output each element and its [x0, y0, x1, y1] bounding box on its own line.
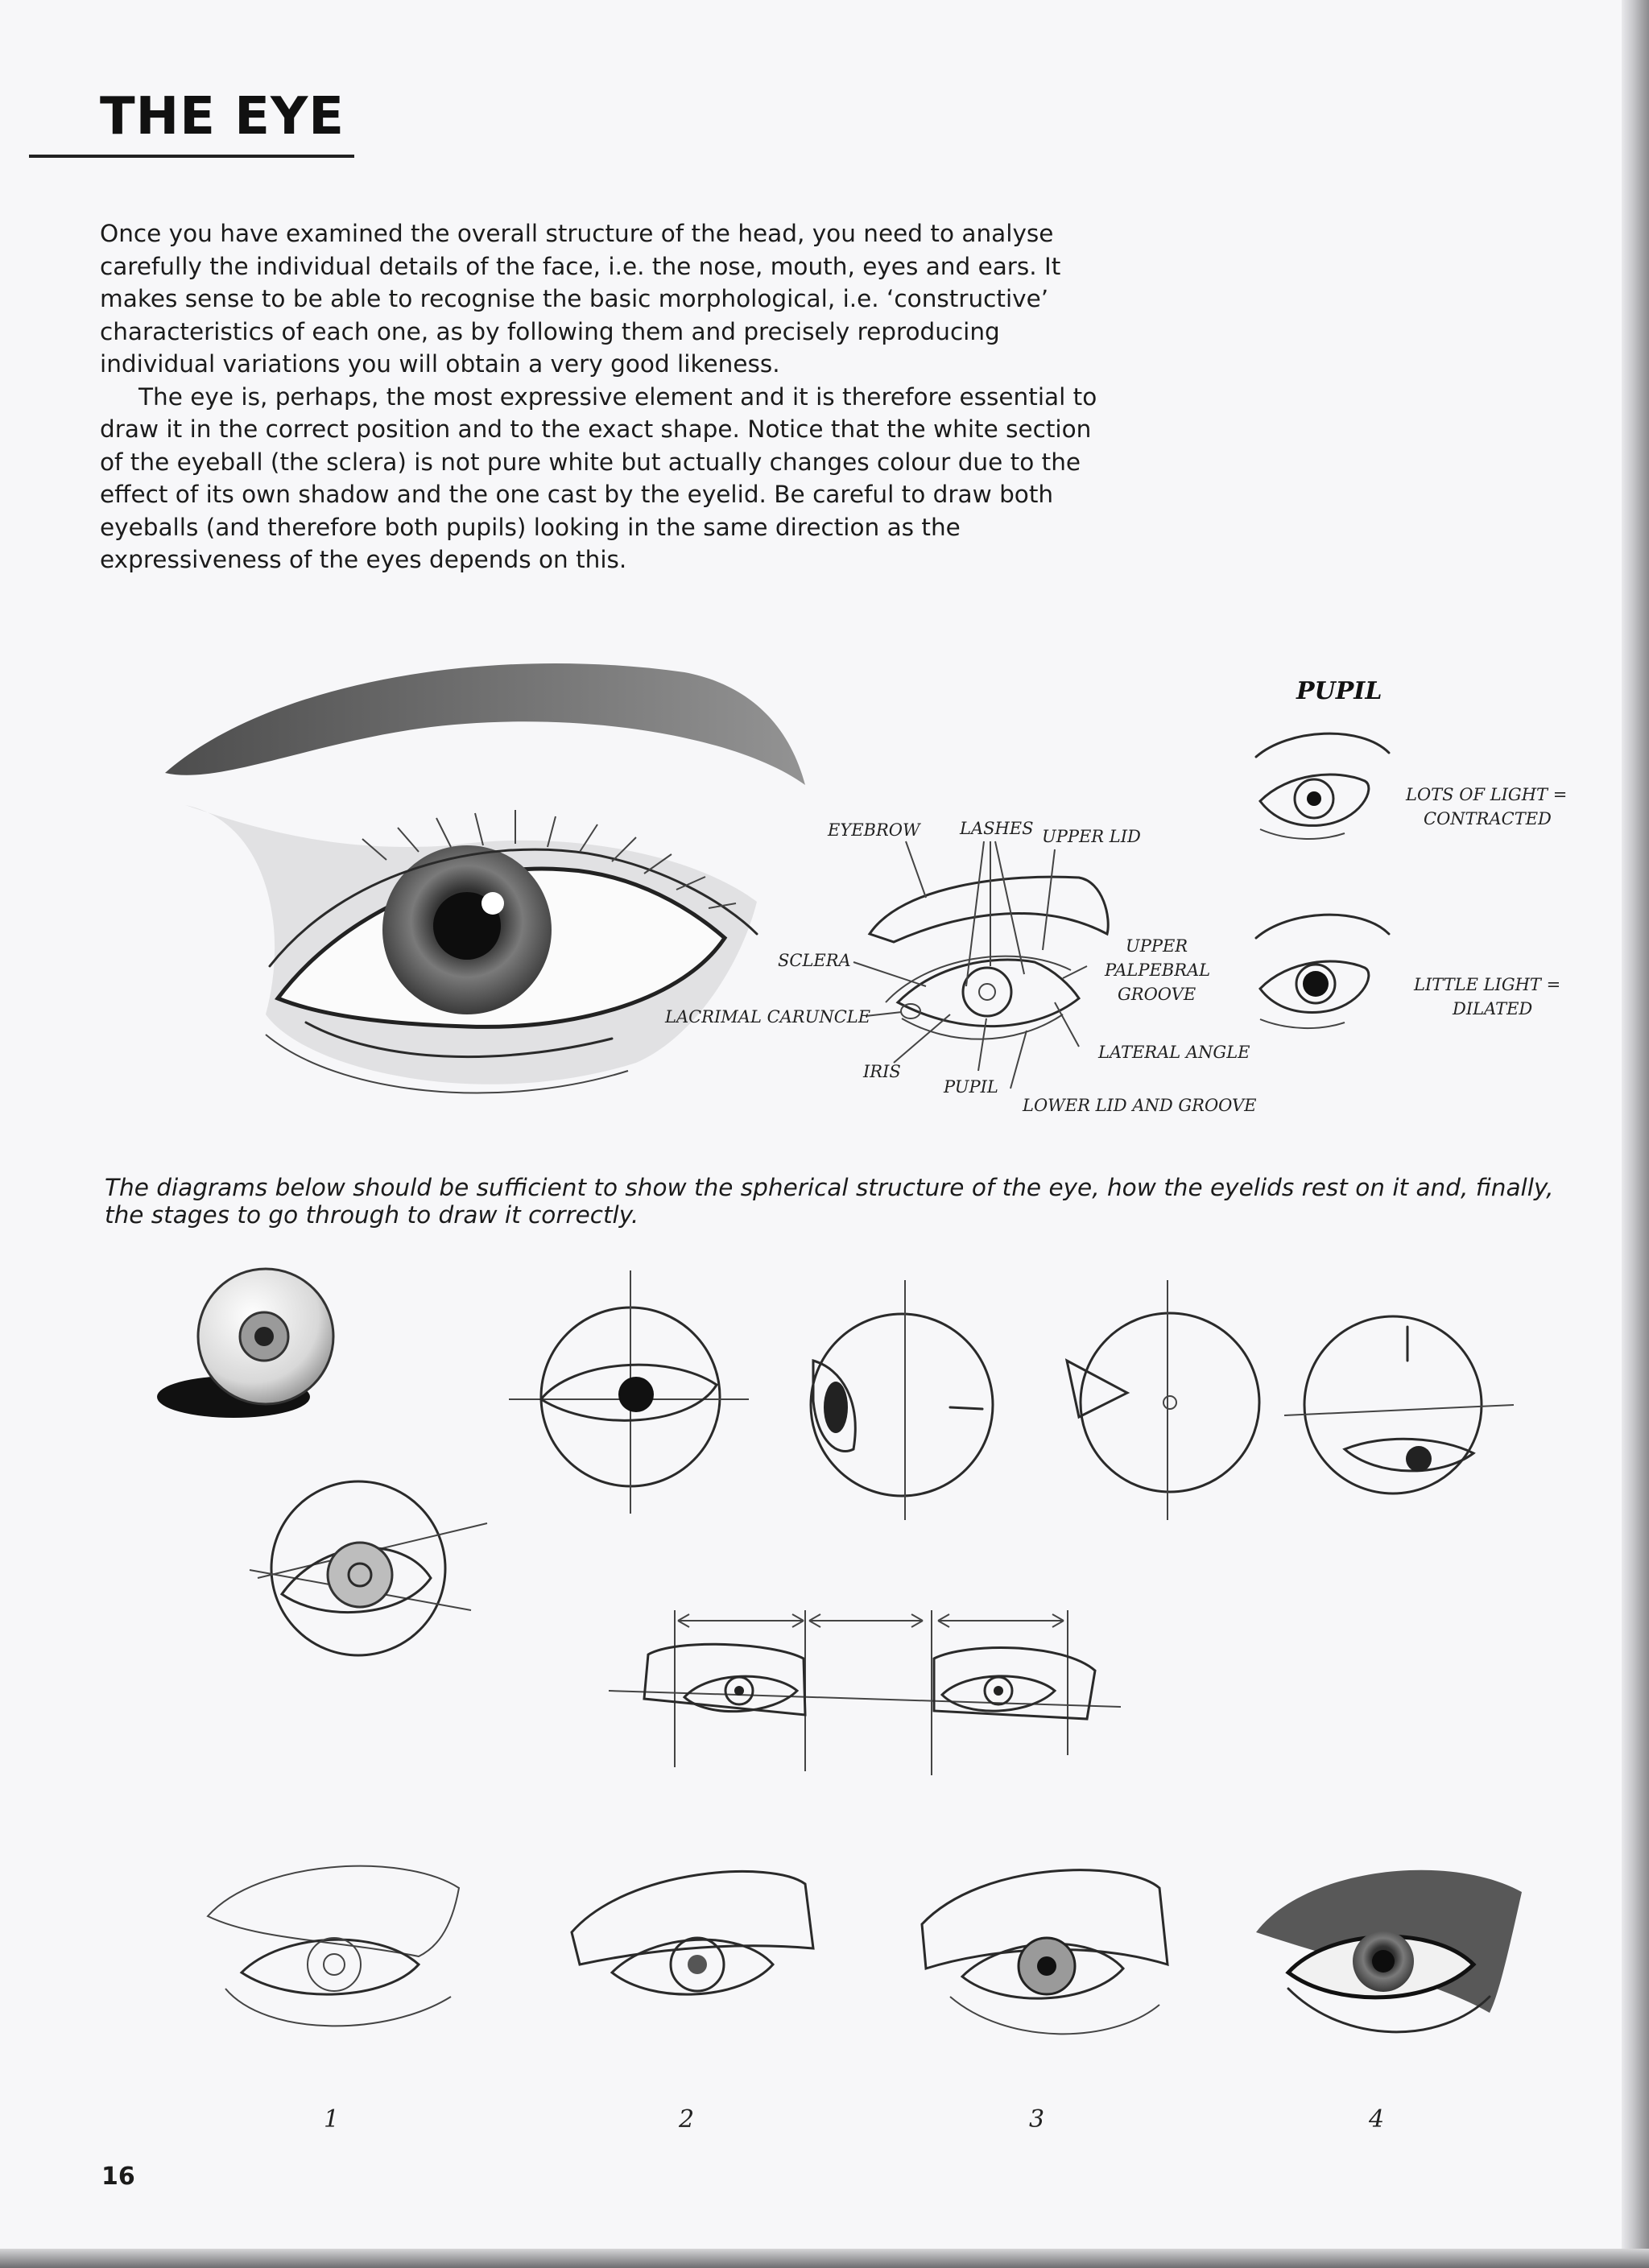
stage-number-2: 2 [678, 2105, 694, 2134]
stage-number-1: 1 [324, 2105, 339, 2134]
label-lacrimal-caruncle: LACRIMAL CARUNCLE [664, 1007, 870, 1027]
label-lower-lid-and-groove: LOWER LID AND GROOVE [1022, 1096, 1257, 1115]
label-lots-of-light: LOTS OF LIGHT = [1405, 785, 1567, 804]
stage-2-drawing [570, 1869, 815, 1996]
realistic-eye-drawing [165, 663, 805, 1094]
pupil-heading: PUPIL [1296, 677, 1382, 705]
title-underline [29, 155, 354, 158]
pupil-dilated-eye [1254, 913, 1391, 1030]
diagram-caption: The diagrams below should be sufficient … [105, 1174, 1554, 1229]
stage-number-4: 4 [1368, 2105, 1384, 2134]
page-title: THE EYE [100, 87, 345, 147]
label-lashes: LASHES [959, 819, 1034, 838]
label-upper-palpebral-3: GROOVE [1118, 985, 1196, 1004]
sphere-lid-view [1064, 1280, 1261, 1520]
eye-anatomy-diagram [853, 841, 1110, 1089]
label-upper-palpebral-1: UPPER [1126, 936, 1188, 956]
stage-1-drawing [206, 1865, 461, 2027]
label-upper-lid: UPPER LID [1042, 827, 1141, 846]
intro-paragraph-2: The eye is, perhaps, the most expressive… [100, 382, 1097, 574]
label-sclera: SCLERA [778, 951, 851, 970]
eye-spacing-proportion-diagram [608, 1610, 1122, 1775]
label-dilated: DILATED [1452, 999, 1532, 1018]
label-iris: IRIS [862, 1062, 901, 1081]
label-pupil: PUPIL [943, 1077, 998, 1097]
intro-text: Once you have examined the overall struc… [100, 217, 1106, 576]
eyeball-sphere-diagram [157, 1267, 335, 1418]
label-eyebrow: EYEBROW [827, 820, 922, 840]
page-number: 16 [101, 2163, 135, 2191]
stage-number-3: 3 [1029, 2105, 1044, 2134]
label-contracted: CONTRACTED [1424, 809, 1552, 828]
label-little-light: LITTLE LIGHT = [1413, 975, 1560, 994]
sphere-eyelid-construction [249, 1480, 488, 1657]
label-upper-palpebral-2: PALPEBRAL [1104, 960, 1210, 980]
bottom-edge-shadow [0, 2249, 1649, 2268]
sphere-side-view [809, 1280, 994, 1520]
stage-4-drawing [1256, 1869, 1522, 2034]
label-lateral-angle: LATERAL ANGLE [1097, 1043, 1250, 1062]
pupil-contracted-eye [1254, 732, 1391, 840]
sphere-front-view [509, 1270, 749, 1514]
page-edge-shadow [1622, 0, 1649, 2268]
intro-paragraph-1: Once you have examined the overall struc… [100, 220, 1061, 378]
stage-3-drawing [920, 1869, 1169, 2035]
sphere-looking-down-view [1283, 1315, 1515, 1495]
